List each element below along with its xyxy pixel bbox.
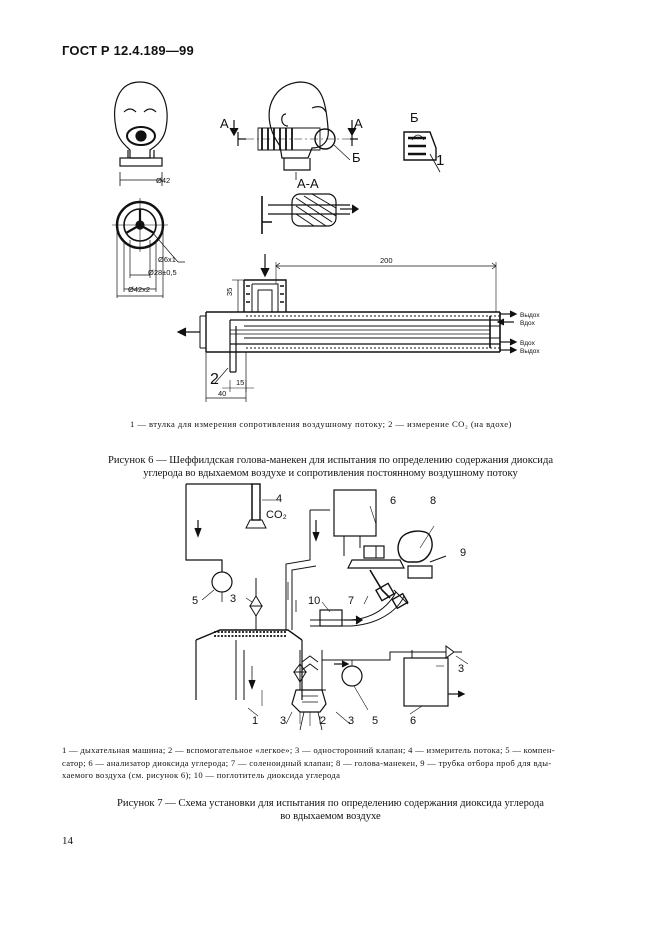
fig7-label-2: 2 — [320, 715, 326, 727]
head-side-view — [229, 81, 358, 180]
figure7-legend-line1: 1 — дыхательная машина; 2 — вспомогатель… — [62, 745, 555, 755]
dim-d42x2: Ø42х2 — [128, 285, 150, 294]
fig7-label-9: 9 — [460, 547, 466, 559]
tube-assembly — [176, 254, 518, 402]
fig7-label-4: 4 — [276, 493, 282, 505]
figure6-legend: 1 — втулка для измерения сопротивления в… — [130, 419, 512, 429]
label-detail-b: Б — [410, 110, 419, 125]
label-section-aa: А-А — [297, 176, 319, 191]
fig7-label-1: 1 — [252, 715, 258, 727]
figure6-caption-line2: углерода во вдыхаемом воздухе и сопротив… — [143, 468, 518, 479]
flow-vydoh-2: Выдох — [520, 348, 540, 355]
dim-40: 40 — [218, 389, 226, 398]
flow-vdoh-2: Вдох — [520, 340, 536, 347]
co2-test-schematic — [185, 483, 469, 731]
label-detail-b-num: 1 — [436, 152, 444, 169]
detail-b — [403, 131, 441, 173]
fig7-label-10: 10 — [308, 595, 320, 607]
figure7-legend-line2: сатор; 6 — анализатор диоксида углерода;… — [62, 757, 552, 768]
fig7-label-3-bottom-right: 3 — [348, 715, 354, 727]
figure7-legend: 1 — дыхательная машина; 2 — вспомогатель… — [62, 744, 607, 782]
label-section-a-left: А — [220, 116, 229, 131]
fig7-label-5-right: 5 — [372, 715, 378, 727]
label-section-a-right: А — [354, 116, 363, 131]
figure6-caption-line1: Рисунок 6 — Шеффилдская голова-манекен д… — [107, 455, 554, 466]
fig7-label-7: 7 — [348, 595, 354, 607]
head-front-view — [114, 81, 168, 186]
fig7-label-6-bottom: 6 — [410, 715, 416, 727]
dim-200: 200 — [380, 256, 393, 265]
fig7-label-3-top: 3 — [230, 593, 236, 605]
label-callout-b: Б — [352, 150, 361, 165]
head-ring-view — [112, 198, 185, 298]
fig7-label-8: 8 — [430, 495, 436, 507]
figure7-legend-line3: хаемого воздуха (см. рисунок 6); 10 — по… — [62, 770, 341, 780]
fig7-label-3-bottom-left: 3 — [280, 715, 286, 727]
dim-35: 35 — [225, 288, 234, 296]
figure7-caption-line1: Рисунок 7 — Схема установки для испытани… — [117, 798, 544, 809]
page-number: 14 — [62, 835, 73, 847]
dim-15: 15 — [236, 378, 244, 387]
figure7-caption-line2: во вдыхаемом воздухе — [280, 811, 381, 822]
dim-d28: Ø28±0,5 — [148, 268, 177, 277]
fig7-label-3-right: 3 — [458, 663, 464, 675]
section-aa-view — [261, 193, 360, 234]
dim-d6x1: Ø6х1 — [158, 255, 176, 264]
flow-vydoh-1: Выдох — [520, 312, 540, 319]
flow-vdoh-1: Вдох — [520, 320, 536, 327]
dim-d42: Ø42 — [156, 176, 170, 185]
label-item-2: 2 — [210, 371, 219, 388]
fig7-label-5-left: 5 — [192, 595, 198, 607]
fig7-label-co2: CO₂ — [266, 509, 287, 521]
fig7-label-6-top: 6 — [390, 495, 396, 507]
document-header: ГОСТ Р 12.4.189—99 — [62, 43, 194, 58]
